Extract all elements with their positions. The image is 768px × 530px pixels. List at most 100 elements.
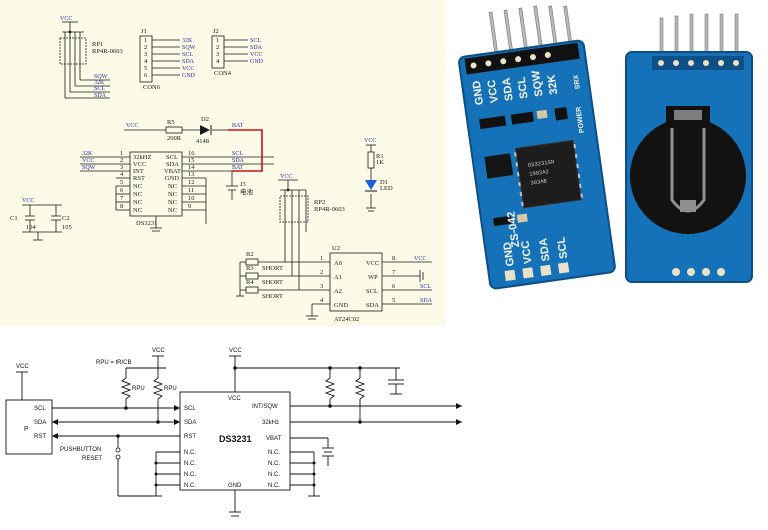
u1-pin-11: 11	[188, 187, 194, 194]
u2-net-vcc: VCC	[414, 256, 426, 262]
rp1-ref: RP1	[92, 41, 103, 48]
u2-pin-5: 5	[392, 297, 395, 304]
j1-pin-2: 2	[144, 44, 147, 51]
u1-pin-14: 14	[188, 164, 195, 171]
u2-pin-8: 8	[392, 255, 395, 262]
u1-lbl-nc-11: NC	[168, 191, 177, 198]
pushbutton-label: PUSHBUTTON	[60, 447, 101, 453]
u1-lbl-vbat: VBAT	[164, 168, 181, 175]
silk-bottom-sda: SDA	[537, 237, 552, 262]
u1-pin-12: 12	[188, 179, 195, 186]
j2-sig-scl: SCL	[250, 38, 261, 44]
j1-pin-1: 1	[144, 37, 147, 44]
u2-pin-3: 3	[320, 283, 323, 290]
silk-scl: SCL	[516, 76, 531, 100]
j1-ref: J1	[141, 28, 147, 35]
j3-ref: J3	[240, 181, 246, 188]
u1-net-vcc: VCC	[82, 158, 94, 164]
u2-lbl-a0: A0	[334, 260, 342, 267]
j2-pin-4: 4	[216, 58, 220, 65]
chip-supply-vcc: VCC	[229, 348, 242, 354]
silk-sda: SDA	[501, 77, 516, 102]
r3-label: SHORT	[262, 279, 283, 286]
u1-pin-15: 15	[188, 157, 195, 164]
chip-name: DS3231	[219, 434, 252, 444]
u1-lbl-rst: RST	[133, 175, 145, 182]
j1-pin-6: 6	[144, 72, 148, 79]
j2-pin-2: 2	[216, 44, 219, 51]
battery-red-wire	[228, 129, 263, 172]
micro-pin-sda: SDA	[34, 420, 46, 426]
r4-ref: R4	[246, 279, 254, 286]
j1-sig-sqw: SQW	[182, 45, 196, 51]
typical-circuit: VCC P SCL SDA RST RPU = tR/CB VCC RPU RP…	[0, 330, 470, 530]
j2-name: CON4	[214, 70, 232, 77]
chip-pin-nc-r1: N.C.	[268, 450, 280, 456]
caps-vcc: VCC	[22, 198, 34, 204]
pullup-vcc-label: VCC	[152, 348, 165, 354]
c1-ref: C1	[10, 215, 18, 222]
j2-ref: J2	[213, 28, 219, 35]
j3-value: 电池	[240, 187, 254, 196]
d1-value: LED	[380, 185, 393, 192]
u2-lbl-a1: A1	[334, 274, 342, 281]
silk-model: ZS-042	[505, 211, 522, 248]
chip-pin-scl: SCL	[184, 406, 196, 412]
j1-pin-5: 5	[144, 65, 147, 72]
u1-lbl-int: INT	[133, 168, 144, 175]
u2-lbl-sda: SDA	[366, 302, 379, 309]
j1-sig-vcc: VCC	[182, 66, 194, 72]
d1-ref: D1	[380, 179, 388, 186]
u1-pin-9: 9	[188, 203, 191, 210]
u1-lbl-nc-5: NC	[133, 183, 142, 190]
u1-pin-4: 4	[120, 171, 124, 178]
u2-lbl-a2: A2	[334, 288, 342, 295]
chip-pin-nc-l4: N.C.	[184, 483, 196, 489]
rp1-pin-sqw: SQW	[94, 74, 108, 80]
chip-pin-nc-l2: N.C.	[184, 461, 196, 467]
j2-sig-gnd: GND	[250, 59, 264, 65]
d2-ref: D2	[201, 116, 209, 123]
u1-lbl-nc-10: NC	[168, 199, 177, 206]
j2-pin-1: 1	[216, 37, 219, 44]
u1-lbl-gnd: GND	[165, 175, 179, 182]
chip-pin-vbat: VBAT	[266, 436, 282, 442]
micro-vcc-label: VCC	[16, 364, 29, 370]
r5-value: 200R	[167, 135, 182, 142]
chip-marking-3: 303AB	[530, 177, 548, 186]
silk-bottom-vcc: VCC	[520, 240, 535, 265]
chip-pin-nc-r3: N.C.	[268, 472, 280, 478]
rp1-value: RP4R-0603	[92, 48, 123, 55]
u1-net-sqw: SQW	[82, 165, 96, 171]
chip-pin-sda: SDA	[184, 420, 196, 426]
u1-name: DS3231	[136, 220, 157, 227]
r1-ref: R1	[376, 153, 384, 160]
chip-pin-int-sqw: INT/SQW	[252, 404, 278, 410]
micro-pin-scl: SCL	[34, 406, 46, 412]
u1-lbl-nc-12: NC	[168, 183, 177, 190]
u2-lbl-vcc: VCC	[366, 260, 379, 267]
silk-bottom-scl: SCL	[555, 236, 570, 260]
j1-sig-32k: 32K	[182, 38, 193, 44]
silk-power: POWER	[575, 106, 586, 133]
u1-net-scl: SCL	[232, 151, 243, 157]
j1-sig-sda: SDA	[182, 59, 195, 65]
u1-pin-16: 16	[188, 150, 195, 157]
rpu-label-1: RPU	[132, 386, 145, 392]
rpu-label-2: RPU	[164, 386, 177, 392]
module-schematic: VCC RP1 RP4R-0603 SQW 32K SCL SDA J1 CON…	[0, 0, 446, 326]
micro-pin-rst: RST	[34, 434, 46, 440]
u2-pin-4: 4	[320, 297, 324, 304]
coin-cell-holder	[630, 118, 746, 234]
rp1-vcc: VCC	[60, 16, 72, 22]
silk-srx: SRX	[573, 74, 582, 90]
chip-pin-gnd: GND	[228, 483, 242, 489]
j2-sig-sda: SDA	[250, 45, 263, 51]
r5-ref: R5	[167, 119, 175, 126]
j1-sig-gnd: GND	[182, 73, 196, 79]
u2-name: AT24C02	[334, 316, 359, 323]
rp1-pin-sda: SDA	[94, 93, 107, 99]
u1-lbl-vcc: VCC	[133, 161, 146, 168]
u1-lbl-32khz: 32kHZ	[133, 154, 151, 161]
chip-pin-nc-l1: N.C.	[184, 450, 196, 456]
